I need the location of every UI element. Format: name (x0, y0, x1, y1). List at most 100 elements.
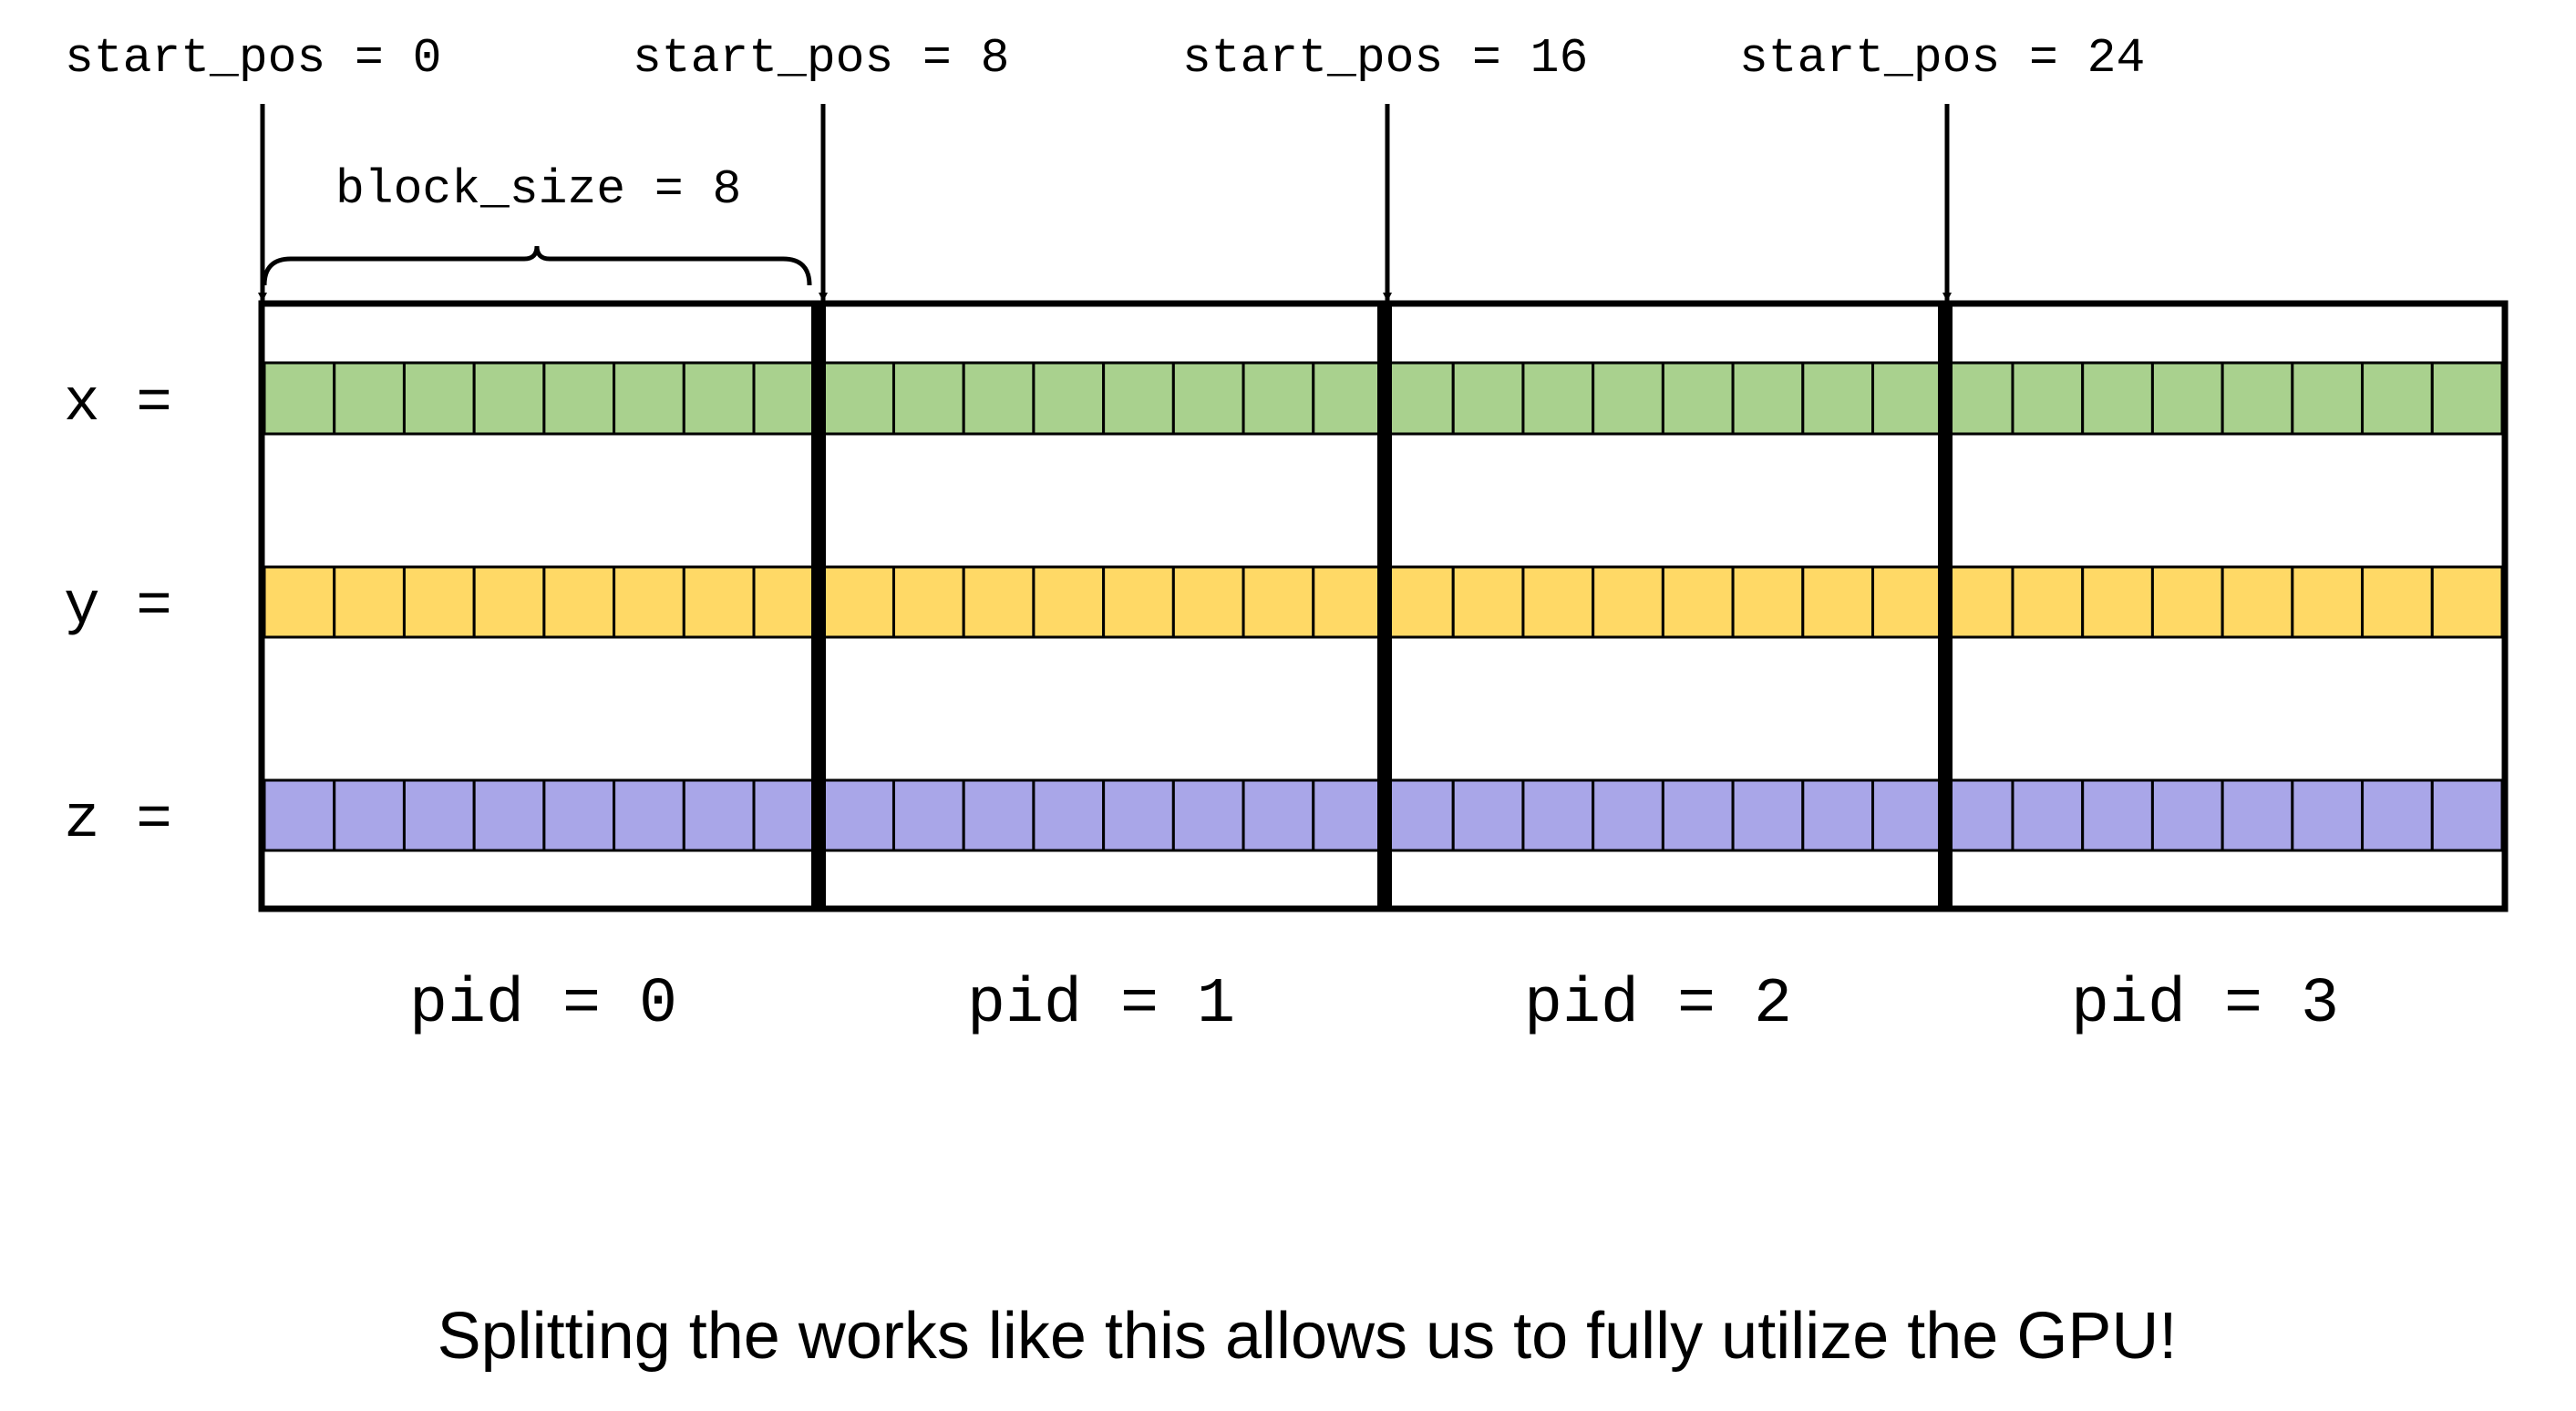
x-cell (263, 361, 336, 436)
row-label-z: z = (64, 786, 172, 854)
z-cell (402, 778, 476, 852)
x-cell (2430, 361, 2504, 436)
z-cell (1312, 778, 1386, 852)
block-size-label: block_size = 8 (335, 162, 741, 217)
z-cell (2430, 778, 2504, 852)
z-cell (1592, 778, 1664, 852)
y-cell (891, 565, 965, 639)
x-cell (1102, 361, 1175, 436)
program-blocks (258, 300, 2509, 912)
y-cell (2221, 565, 2294, 639)
start-pos-label-3: start_pos = 24 (1739, 31, 2145, 86)
pid-label-1: pid = 1 (967, 969, 1235, 1041)
z-cell (263, 778, 336, 852)
y-cell (1521, 565, 1595, 639)
y-cell (402, 565, 476, 639)
y-cell (1032, 565, 1106, 639)
y-cell (333, 565, 406, 639)
z-cell (1801, 778, 1875, 852)
x-cell (1731, 361, 1805, 436)
y-cell (1871, 565, 1944, 639)
z-cell (1242, 778, 1315, 852)
y-cell (2150, 565, 2224, 639)
x-cell (2291, 361, 2365, 436)
x-cell (1032, 361, 1106, 436)
y-cell (263, 565, 336, 639)
z-cell (472, 778, 546, 852)
y-cell (472, 565, 546, 639)
z-cell (1451, 778, 1525, 852)
x-cell (682, 361, 756, 436)
z-array-row (263, 778, 2504, 852)
x-cell (1242, 361, 1315, 436)
row-label-y: y = (64, 572, 172, 641)
z-cell (1171, 778, 1245, 852)
z-cell (333, 778, 406, 852)
pid-label-2: pid = 2 (1524, 969, 1792, 1041)
z-cell (2081, 778, 2154, 852)
y-cell (1451, 565, 1525, 639)
x-cell (962, 361, 1036, 436)
z-cell (2011, 778, 2085, 852)
z-cell (891, 778, 965, 852)
y-cell (1382, 565, 1455, 639)
pid-label-3: pid = 3 (2071, 969, 2339, 1041)
y-cell (1171, 565, 1245, 639)
z-cell (1731, 778, 1805, 852)
z-cell (1941, 778, 2014, 852)
y-cell (1661, 565, 1735, 639)
x-cell (2150, 361, 2224, 436)
z-cell (613, 778, 685, 852)
start-pos-label-1: start_pos = 8 (633, 31, 1009, 86)
z-cell (1521, 778, 1595, 852)
x-cell (891, 361, 965, 436)
z-cell (822, 778, 895, 852)
z-cell (2291, 778, 2365, 852)
pid-label-0: pid = 0 (409, 969, 677, 1041)
x-cell (1661, 361, 1735, 436)
x-cell (1312, 361, 1386, 436)
z-cell (1102, 778, 1175, 852)
x-cell (333, 361, 406, 436)
caption-text: Splitting the works like this allows us … (438, 1300, 2178, 1373)
y-cell (613, 565, 685, 639)
x-array-row (263, 361, 2504, 436)
x-cell (402, 361, 476, 436)
y-cell (1801, 565, 1875, 639)
y-array-row (263, 565, 2504, 639)
y-cell (1592, 565, 1664, 639)
z-cell (962, 778, 1036, 852)
y-cell (2081, 565, 2154, 639)
start-pos-label-2: start_pos = 16 (1182, 31, 1588, 86)
z-cell (2150, 778, 2224, 852)
z-cell (682, 778, 756, 852)
z-cell (1032, 778, 1106, 852)
y-cell (1731, 565, 1805, 639)
y-cell (822, 565, 895, 639)
z-cell (1661, 778, 1735, 852)
z-cell (1871, 778, 1944, 852)
y-cell (962, 565, 1036, 639)
x-cell (542, 361, 616, 436)
z-cell (1382, 778, 1455, 852)
x-cell (1801, 361, 1875, 436)
x-cell (2221, 361, 2294, 436)
x-cell (2081, 361, 2154, 436)
x-cell (1871, 361, 1944, 436)
block-size-brace (262, 245, 812, 286)
y-cell (682, 565, 756, 639)
x-cell (1592, 361, 1664, 436)
start-pos-label-0: start_pos = 0 (65, 31, 441, 86)
z-cell (542, 778, 616, 852)
y-cell (2291, 565, 2365, 639)
x-cell (1451, 361, 1525, 436)
y-cell (1242, 565, 1315, 639)
y-cell (1102, 565, 1175, 639)
x-cell (2011, 361, 2085, 436)
x-cell (613, 361, 685, 436)
y-cell (2430, 565, 2504, 639)
x-cell (1521, 361, 1595, 436)
y-cell (2361, 565, 2434, 639)
x-cell (1941, 361, 2014, 436)
